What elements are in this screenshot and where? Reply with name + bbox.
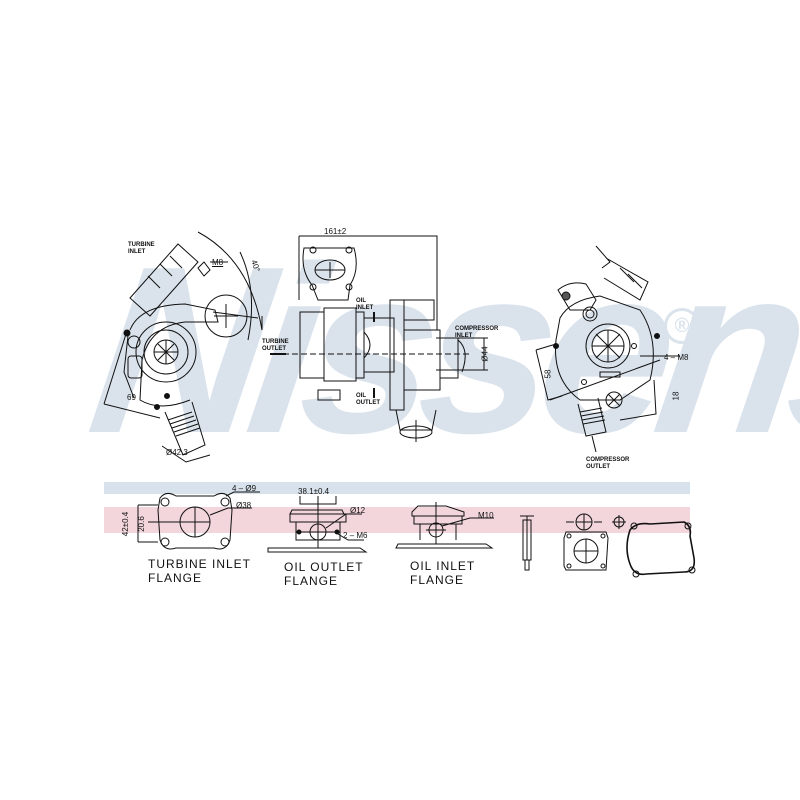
dim-58-label: 58 [543,369,553,379]
dim-20-6-label: 20.6 [136,516,146,532]
red-band [104,507,690,533]
blue-band [104,482,690,494]
turbine-inlet-flange-caption-line2: FLANGE [148,571,203,585]
side-view [270,236,488,442]
turbine-inlet-label-line2: INLET [128,249,146,255]
oil-inlet-flange-caption-line2: FLANGE [410,573,465,587]
compressor-side-view [536,246,680,452]
oil-outlet-flange-drawing [268,496,366,552]
compressor-outlet-label-line1: COMPRESSOR [586,457,630,463]
oil-inlet-flange-drawing [396,502,494,548]
compressor-inlet-label-line2: INLET [455,333,473,339]
dim-42-3-label: Ø42.3 [166,448,188,457]
oil-outlet-flange-caption-line1: OIL OUTLET [284,560,364,574]
turbine-flange-bore-label: Ø38 [236,501,252,510]
turbine-outlet-label-line2: OUTLET [262,346,286,352]
dim-42-label: 42±0.4 [121,511,131,537]
turbine-side-view [104,232,262,462]
dim-161-label: 161±2 [324,227,347,236]
turbine-inlet-label-line1: TURBINE [128,242,155,248]
m8-thread-label: M8 [212,258,224,267]
oil-inlet-thread-label: M10 [478,511,494,520]
turbine-flange-holes-label: 4 – Ø9 [232,484,257,493]
turbine-inlet-flange-caption-line1: TURBINE INLET [148,557,252,571]
gasket-bolt-drawing [520,516,534,570]
dim-69-label: 69 [127,393,136,402]
dim-18-label: 18 [671,391,681,401]
gaskets-drawing [564,514,695,577]
registered-mark-icon: ® [664,308,700,344]
dim-38-1-label: 38.1±0.4 [298,487,330,496]
compressor-outlet-label-line2: OUTLET [586,464,610,470]
oil-outlet-label-line1: OIL [356,393,366,399]
turbine-inlet-flange-drawing [138,492,260,549]
turbine-outlet-label-line1: TURBINE [262,339,289,345]
compressor-inlet-label-line1: COMPRESSOR [455,326,499,332]
dim-44-label: Ø44 [480,346,490,362]
oil-outlet-thread-label: 2 – M6 [343,531,368,540]
oil-inlet-flange-caption-line1: OIL INLET [410,559,476,573]
oil-outlet-flange-caption-line2: FLANGE [284,574,339,588]
oil-outlet-bore-label: Ø12 [350,506,366,515]
oil-inlet-label-line1: OIL [356,298,366,304]
oil-outlet-label-line2: OUTLET [356,400,380,406]
oil-inlet-label-line2: INLET [356,305,374,311]
4-m8-thread-label: 4 – M8 [664,353,689,362]
